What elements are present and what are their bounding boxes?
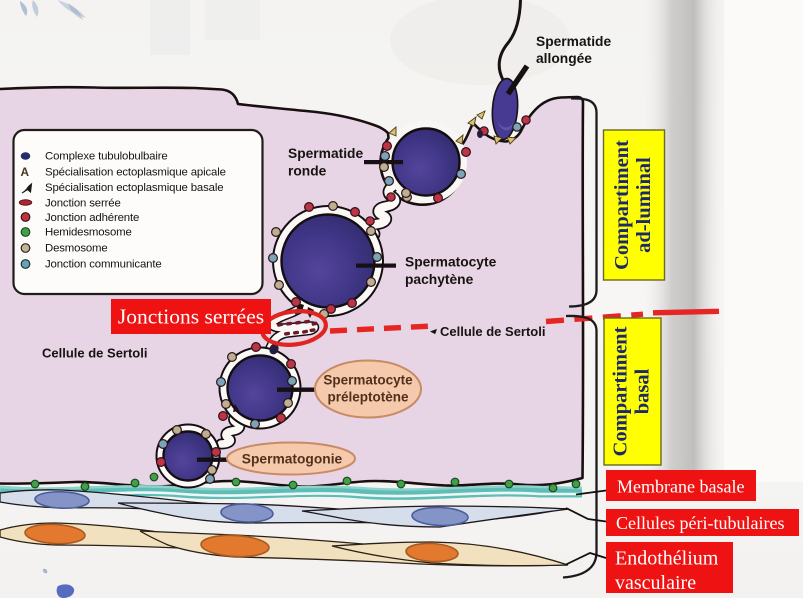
svg-text:Cellule de Sertoli: Cellule de Sertoli	[440, 324, 545, 339]
svg-text:Jonction serrée: Jonction serrée	[45, 198, 121, 210]
svg-text:Cellule de Sertoli: Cellule de Sertoli	[42, 346, 147, 361]
svg-text:basal: basal	[632, 368, 654, 414]
svg-text:Spermatide: Spermatide	[536, 34, 611, 49]
svg-text:Hemidesmosome: Hemidesmosome	[45, 227, 132, 239]
svg-text:Cellules péri-tubulaires: Cellules péri-tubulaires	[616, 513, 784, 533]
svg-text:ad-luminal: ad-luminal	[633, 157, 655, 253]
svg-text:A: A	[21, 165, 30, 179]
svg-text:Jonctions serrées: Jonctions serrées	[118, 305, 264, 329]
svg-text:Spécialisation ectoplasmique: Spécialisation ectoplasmique basale	[45, 182, 223, 194]
svg-text:Compartiment: Compartiment	[610, 326, 632, 456]
svg-text:ronde: ronde	[288, 164, 327, 179]
svg-text:Spécialisation ectoplasmique: Spécialisation ectoplasmique apicale	[45, 167, 226, 179]
svg-text:préleptotène: préleptotène	[327, 390, 409, 405]
svg-text:Desmosome: Desmosome	[45, 243, 108, 255]
svg-text:Complexe tubulobulbaire: Complexe tubulobulbaire	[45, 151, 168, 163]
svg-text:Spermatogonie: Spermatogonie	[242, 452, 343, 467]
svg-text:vasculaire: vasculaire	[615, 572, 696, 594]
svg-text:allongée: allongée	[536, 51, 592, 66]
svg-text:Jonction adhérente: Jonction adhérente	[45, 212, 139, 224]
svg-text:Endothélium: Endothélium	[615, 548, 719, 570]
svg-text:Spermatocyte: Spermatocyte	[405, 255, 497, 270]
svg-text:Spermatocyte: Spermatocyte	[323, 373, 413, 388]
svg-text:Compartiment: Compartiment	[611, 140, 633, 270]
svg-text:pachytène: pachytène	[405, 272, 474, 287]
svg-text:Membrane basale: Membrane basale	[617, 477, 744, 497]
svg-text:Spermatide: Spermatide	[288, 146, 363, 161]
svg-text:Jonction communicante: Jonction communicante	[45, 259, 162, 271]
